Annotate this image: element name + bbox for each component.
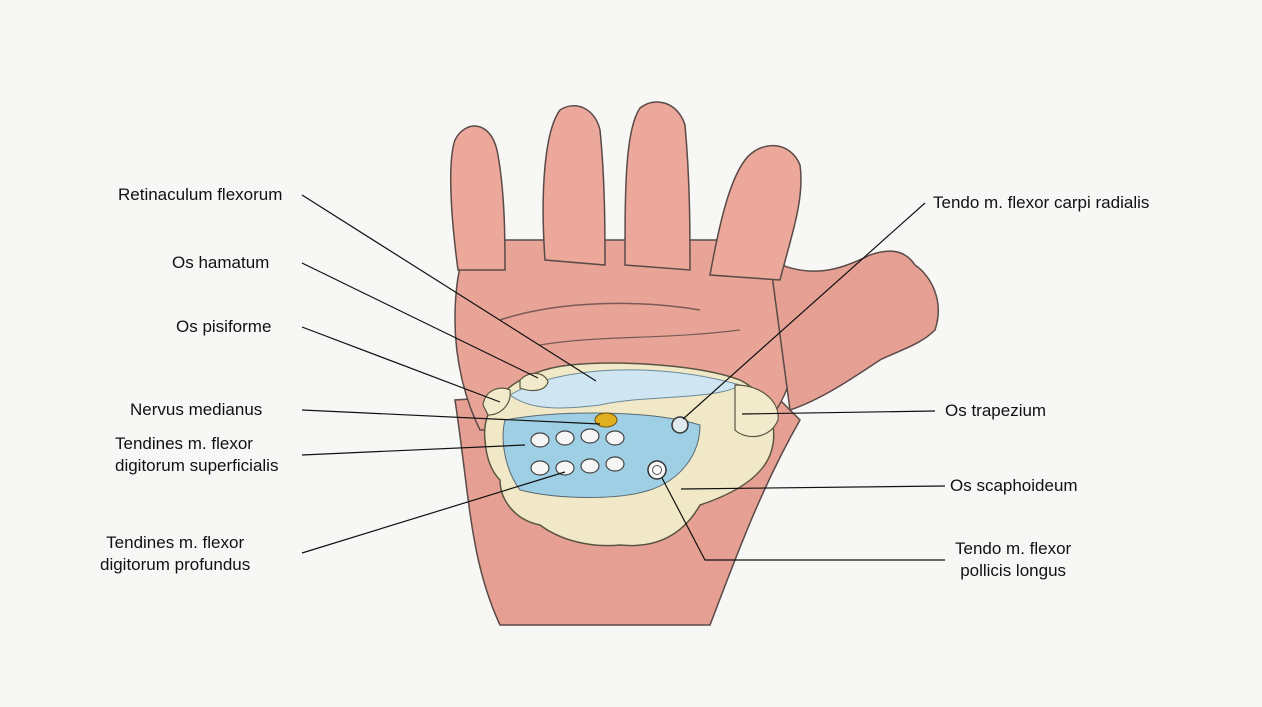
label-tendines-fdp-line1: Tendines m. flexor: [100, 532, 250, 554]
finger-middle: [625, 102, 690, 270]
label-tendo-fcr: Tendo m. flexor carpi radialis: [933, 192, 1149, 214]
finger-ring: [543, 106, 605, 265]
finger-little: [451, 126, 505, 270]
label-retinaculum-flexorum: Retinaculum flexorum: [118, 184, 282, 206]
label-tendines-fds-line2: digitorum superficialis: [115, 455, 278, 477]
label-tendines-fdp-line2: digitorum profundus: [100, 554, 250, 576]
label-os-hamatum: Os hamatum: [172, 252, 269, 274]
label-os-trapezium: Os trapezium: [945, 400, 1046, 422]
fcr-tendon: [672, 417, 688, 433]
label-tendines-fdp: Tendines m. flexor digitorum profundus: [100, 532, 250, 576]
label-tendo-fpl: Tendo m. flexor pollicis longus: [955, 538, 1071, 582]
label-tendines-fds: Tendines m. flexor digitorum superficial…: [115, 433, 278, 477]
label-tendines-fds-line1: Tendines m. flexor: [115, 433, 278, 455]
label-tendo-fpl-line2: pollicis longus: [955, 560, 1071, 582]
label-tendo-fpl-line1: Tendo m. flexor: [955, 538, 1071, 560]
finger-index: [710, 146, 801, 280]
median-nerve: [595, 413, 617, 427]
fpl-tendon: [648, 461, 666, 479]
label-os-pisiforme: Os pisiforme: [176, 316, 271, 338]
label-os-scaphoideum: Os scaphoideum: [950, 475, 1078, 497]
thumb: [770, 251, 938, 410]
label-nervus-medianus: Nervus medianus: [130, 399, 262, 421]
